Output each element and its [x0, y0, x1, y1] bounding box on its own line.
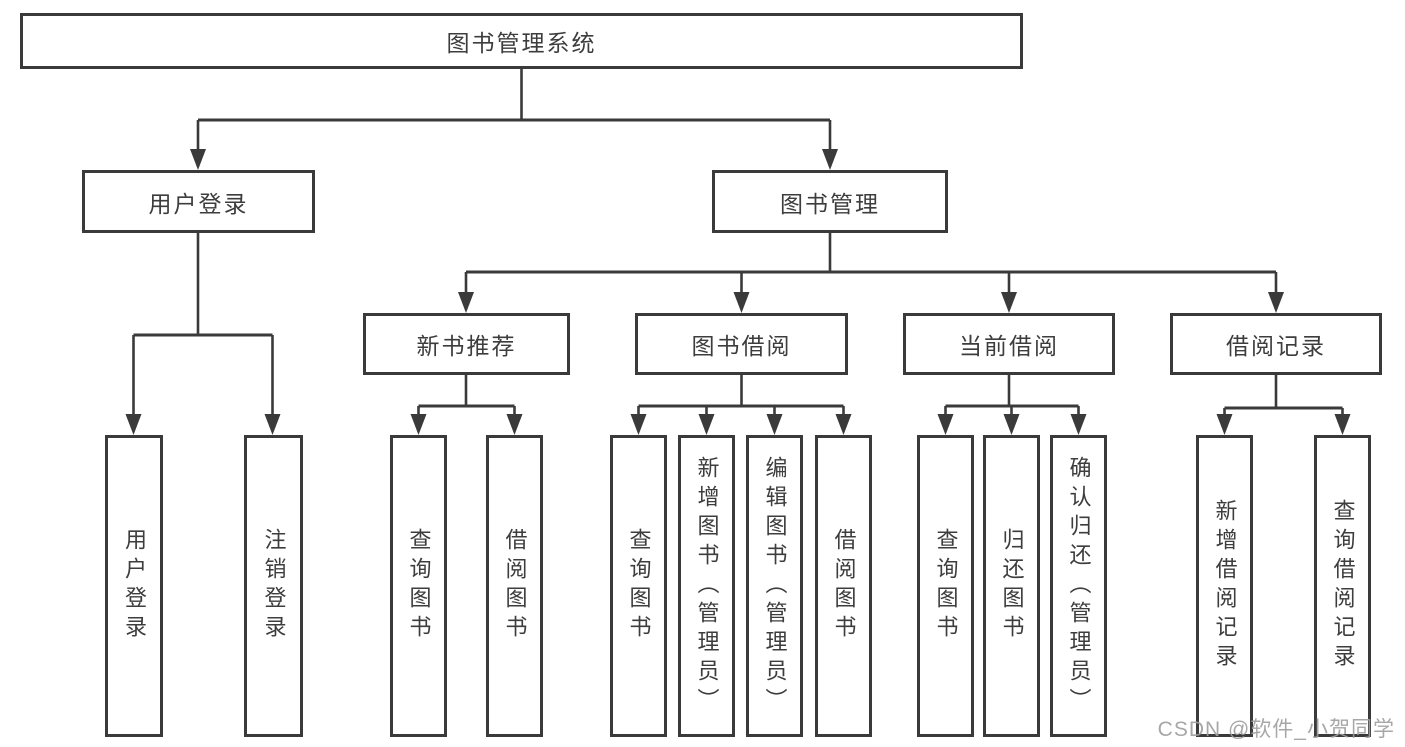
- leaf-edit-books-admin: 编辑图书（管理员）: [746, 435, 803, 737]
- leaf-add-borrow-record: 新增借阅记录: [1196, 435, 1253, 737]
- leaf-add-borrow-record-label: 新增借阅记录: [1212, 499, 1238, 673]
- node-new-book-recommend-label: 新书推荐: [416, 333, 517, 359]
- leaf-borrow-books-1: 借阅图书: [486, 435, 543, 737]
- node-root: 图书管理系统: [20, 13, 1023, 69]
- leaf-borrow-books-2-label: 借阅图书: [831, 528, 857, 644]
- leaf-query-books-2-label: 查询图书: [626, 528, 652, 644]
- leaf-query-books-3-label: 查询图书: [933, 528, 959, 644]
- leaf-user-login-label: 用户登录: [122, 528, 147, 644]
- node-book-borrow: 图书借阅: [635, 313, 848, 375]
- leaf-confirm-return-admin: 确认归还（管理员）: [1050, 435, 1107, 737]
- node-book-management: 图书管理: [712, 170, 948, 233]
- node-borrow-record-label: 借阅记录: [1226, 333, 1326, 359]
- leaf-borrow-books-2: 借阅图书: [815, 435, 872, 737]
- leaf-confirm-return-admin-label: 确认归还（管理员）: [1066, 455, 1092, 717]
- node-root-label: 图书管理系统: [446, 30, 597, 56]
- leaf-return-books-label: 归还图书: [999, 528, 1025, 644]
- leaf-return-books: 归还图书: [983, 435, 1040, 737]
- leaf-borrow-books-1-label: 借阅图书: [502, 528, 528, 644]
- node-book-management-label: 图书管理: [780, 190, 880, 217]
- node-current-borrow-label: 当前借阅: [959, 333, 1059, 359]
- leaf-user-login: 用户登录: [105, 435, 163, 737]
- leaf-logout: 注销登录: [244, 435, 303, 737]
- node-user-login: 用户登录: [82, 170, 315, 233]
- leaf-query-books-3: 查询图书: [917, 435, 974, 737]
- node-current-borrow: 当前借阅: [903, 313, 1115, 375]
- leaf-logout-label: 注销登录: [261, 528, 287, 644]
- leaf-query-books-2: 查询图书: [610, 435, 667, 737]
- leaf-add-books-admin: 新增图书（管理员）: [678, 435, 735, 737]
- node-borrow-record: 借阅记录: [1170, 313, 1382, 375]
- node-user-login-label: 用户登录: [148, 190, 249, 217]
- leaf-add-books-admin-label: 新增图书（管理员）: [694, 455, 720, 717]
- leaf-query-borrow-record-label: 查询借阅记录: [1330, 499, 1356, 673]
- leaf-query-books-1: 查询图书: [390, 435, 447, 737]
- csdn-watermark: CSDN @软件_小贺同学: [1157, 718, 1395, 741]
- leaf-edit-books-admin-label: 编辑图书（管理员）: [762, 455, 788, 717]
- node-new-book-recommend: 新书推荐: [363, 313, 570, 375]
- leaf-query-borrow-record: 查询借阅记录: [1314, 435, 1371, 737]
- node-book-borrow-label: 图书借阅: [691, 333, 792, 359]
- leaf-query-books-1-label: 查询图书: [406, 528, 432, 644]
